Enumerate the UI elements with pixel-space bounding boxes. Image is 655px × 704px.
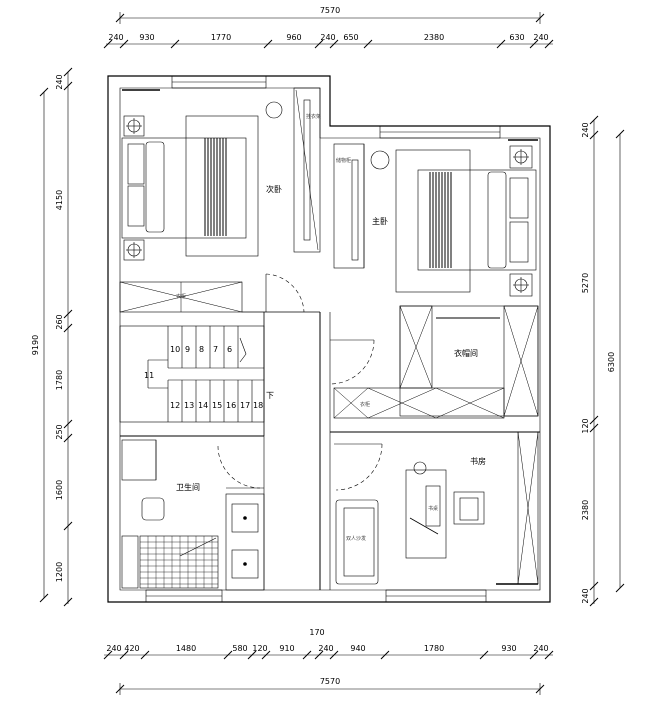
room-label-walk-in-closet: 衣帽间	[454, 348, 478, 358]
step-8: 8	[199, 345, 204, 354]
secondary-wardrobe: 挂衣架	[293, 87, 321, 253]
left-seg-4: 1780	[55, 370, 64, 390]
right-seg-5: 240	[581, 588, 590, 603]
bot-seg-8: 940	[350, 644, 365, 653]
step-12: 12	[170, 401, 180, 410]
secondary-bedroom: 挂衣架 次卧	[121, 87, 321, 261]
shower-area	[139, 535, 219, 589]
top-seg-5: 240	[320, 33, 335, 42]
lamp-icon	[509, 145, 533, 297]
stairs-down-label: 下	[266, 391, 274, 400]
bottom-dimension-segments: 240 420 1480 580 120 910 240 940 1780 93…	[103, 628, 554, 660]
left-dimension-total: 9190	[31, 87, 49, 603]
top-seg-7: 2380	[424, 33, 444, 42]
step-7: 7	[213, 345, 218, 354]
left-seg-6: 1600	[55, 480, 64, 500]
bottom-dimension-total: 7570	[115, 677, 545, 695]
study: 双人沙发 书桌 书房	[330, 431, 540, 585]
sofa-icon: 双人沙发	[335, 499, 379, 585]
step-18: 18	[253, 401, 263, 410]
desk-label: 书桌	[428, 505, 438, 512]
bot-seg-1: 240	[106, 644, 121, 653]
bot-seg-6: 910	[279, 644, 294, 653]
bot-seg-4: 580	[232, 644, 247, 653]
bot-seg-2: 420	[124, 644, 139, 653]
stair-arrow-icon	[239, 337, 247, 363]
bot-seg-11: 240	[533, 644, 548, 653]
left-dimension-segments: 240 4150 260 1780 250 1600 1200	[55, 67, 73, 607]
hall-wardrobe: 衣柜	[119, 281, 243, 313]
shelf-label-1: 挂衣架	[306, 113, 321, 120]
top-seg-3: 1770	[211, 33, 231, 42]
left-seg-3: 260	[55, 314, 64, 329]
right-seg-3: 120	[581, 418, 590, 433]
cabinet-label: 储物柜	[336, 157, 351, 164]
room-label-master-bedroom: 主卧	[372, 216, 388, 226]
left-seg-7: 1200	[55, 562, 64, 582]
step-13: 13	[184, 401, 194, 410]
top-dimension-total: 7570	[115, 6, 545, 24]
top-seg-2: 930	[139, 33, 154, 42]
bathroom-door	[217, 445, 261, 489]
right-seg-4: 2380	[581, 500, 590, 520]
wardrobe-label: 衣柜	[176, 293, 186, 300]
top-seg-1: 240	[108, 33, 123, 42]
step-14: 14	[198, 401, 208, 410]
bot-seg-7: 240	[318, 644, 333, 653]
room-label-study: 书房	[470, 456, 486, 466]
bot-extra-label: 170	[309, 628, 324, 637]
top-seg-6: 650	[343, 33, 358, 42]
step-9: 9	[185, 345, 190, 354]
room-label-secondary-bedroom: 次卧	[266, 184, 282, 194]
bot-seg-3: 1480	[176, 644, 196, 653]
bottom-total-label: 7570	[320, 677, 340, 686]
right-seg-1: 240	[581, 122, 590, 137]
right-total-label: 6300	[607, 352, 616, 372]
step-15: 15	[212, 401, 222, 410]
sofa-label: 双人沙发	[346, 535, 366, 542]
left-total-label: 9190	[31, 335, 40, 355]
top-dimension-segments: 240 930 1770 960 240 650 2380 630 240	[103, 33, 554, 49]
lamp-icon	[123, 115, 145, 261]
walk-in-closet: 衣柜 衣帽间	[333, 305, 539, 419]
step-6: 6	[227, 345, 232, 354]
right-dimension-total: 6300	[607, 129, 625, 593]
bot-seg-10: 930	[501, 644, 516, 653]
windows	[145, 75, 501, 603]
right-dimension-segments: 240 5270 120 2380 240	[581, 115, 599, 607]
double-basin	[225, 493, 265, 591]
closet-label: 衣柜	[360, 401, 370, 408]
corridor-walls	[263, 312, 331, 590]
left-seg-2: 4150	[55, 190, 64, 210]
room-label-bathroom: 卫生间	[176, 482, 200, 492]
master-bedroom: 储物柜 主卧	[333, 139, 538, 297]
bot-seg-5: 120	[252, 644, 267, 653]
toilet-icon	[141, 497, 165, 521]
plant-icon	[370, 150, 390, 170]
master-bedroom-door	[329, 339, 375, 385]
desk-area: 书桌	[405, 461, 447, 559]
top-seg-8: 630	[509, 33, 524, 42]
left-seg-1: 240	[55, 74, 64, 89]
bathroom: 卫生间	[120, 435, 265, 591]
bed-stripes	[204, 138, 227, 236]
bot-seg-9: 1780	[424, 644, 444, 653]
step-17: 17	[240, 401, 250, 410]
top-seg-9: 240	[533, 33, 548, 42]
study-door	[335, 443, 383, 491]
staircase: 10 9 8 7 6 11 12 13 14 15 16 17 18 下	[119, 325, 274, 423]
plant-icon	[265, 101, 283, 119]
top-total-label: 7570	[320, 6, 340, 15]
armchair-icon	[453, 491, 485, 525]
bookshelf	[517, 431, 539, 585]
step-16: 16	[226, 401, 236, 410]
step-10: 10	[170, 345, 180, 354]
top-seg-4: 960	[286, 33, 301, 42]
left-seg-5: 250	[55, 424, 64, 439]
right-seg-2: 5270	[581, 273, 590, 293]
secondary-bedroom-door	[242, 273, 320, 313]
step-11: 11	[144, 371, 154, 380]
